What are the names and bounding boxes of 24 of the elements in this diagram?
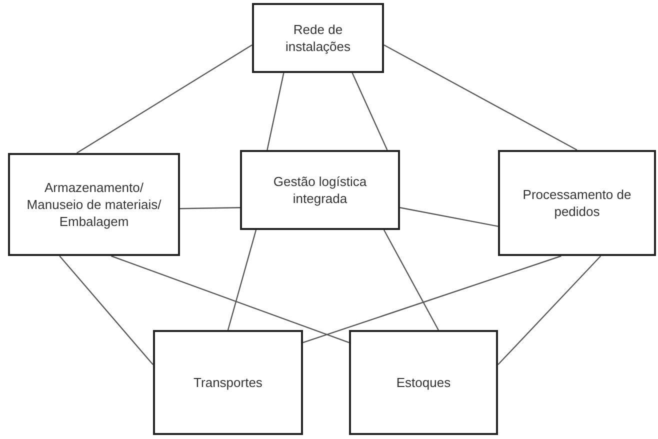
box-label: Armazenamento/ Manuseio de materiais/ Embalagem [26, 179, 162, 230]
connector-line [180, 207, 240, 210]
connector-line [498, 256, 602, 366]
connector-line [384, 44, 578, 151]
connector-line [227, 230, 257, 330]
process-box [349, 330, 498, 435]
process-box [153, 330, 303, 435]
connector-line [352, 72, 388, 150]
connector-line [76, 44, 252, 154]
connector-line [111, 255, 350, 344]
process-box [498, 150, 656, 256]
connector-line [59, 256, 154, 366]
connector-line [400, 207, 498, 227]
box-label: Gestão logística integrada [272, 173, 368, 207]
box-label: Rede de instalações [284, 21, 352, 55]
box-label: Transportes [194, 374, 262, 391]
process-box [252, 3, 384, 73]
process-box [8, 153, 180, 256]
process-box [240, 150, 400, 230]
connector-line [266, 72, 284, 150]
connector-line [383, 230, 439, 330]
box-label: Processamento de pedidos [522, 186, 632, 220]
box-label: Estoques [396, 374, 451, 391]
connector-line [302, 255, 562, 344]
